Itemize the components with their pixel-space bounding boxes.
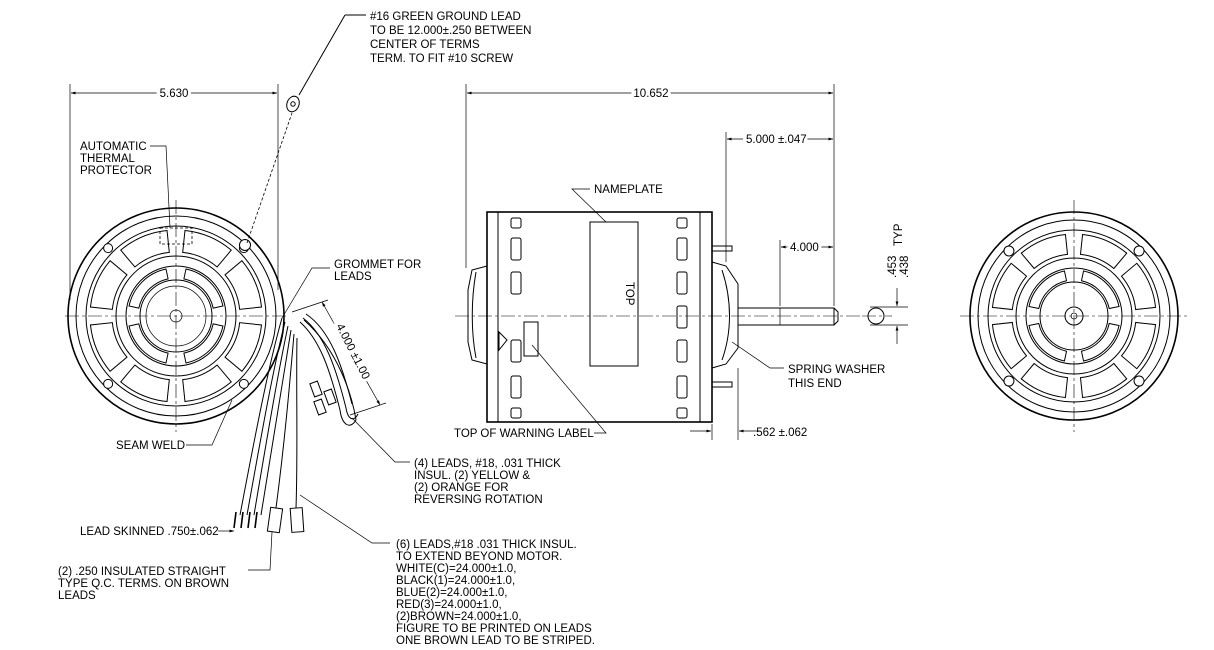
mounting-hole <box>1133 245 1145 257</box>
text-layer: 5.630 10.652 5.000 ±.047 4.000 .562 ±.06… <box>58 11 911 647</box>
mounting-hole <box>1003 375 1015 387</box>
leads-6-line-6: RED(3)=24.000±1.0, <box>396 599 502 611</box>
vent-slot <box>128 268 169 309</box>
leads-6-line-5: BLUE(2)=24.000±1.0, <box>396 587 507 599</box>
left-dimensions <box>69 84 784 571</box>
leads-4-line-3: (2) ORANGE FOR <box>414 482 509 494</box>
dim-shaft-dia-max: .453 <box>887 256 899 278</box>
leads-6-line-9: ONE BROWN LEAD TO BE STRIPED. <box>396 635 595 647</box>
dim-end-view-width: 5.630 <box>160 88 189 100</box>
thermal-protector-line-3: PROTECTOR <box>80 165 152 177</box>
vent-slot <box>1120 262 1157 311</box>
grommet-line-2: LEADS <box>334 271 372 283</box>
seam-weld-label: SEAM WELD <box>116 440 185 452</box>
dim-shaft-dia-min: .438 <box>899 256 911 278</box>
vent-slot <box>120 364 170 403</box>
lead-wires <box>233 313 359 534</box>
vent-slot <box>1080 322 1120 362</box>
ground-lead <box>246 14 366 244</box>
vent-slot <box>1079 362 1128 399</box>
mounting-hole <box>1133 375 1145 387</box>
dim-lead-length: 4.000 ±1.00 <box>333 322 371 382</box>
mounting-hole <box>1003 245 1015 257</box>
vent-slot <box>991 321 1028 370</box>
leads-6-line-1: (6) LEADS,#18 .031 THICK INSUL. <box>396 539 577 551</box>
qc-terms-line-2: TYPE Q.C. TERMS. ON BROWN <box>58 578 229 590</box>
vent-slot <box>182 364 232 403</box>
dim-overall-length: 10.652 <box>633 88 668 100</box>
vent-slot <box>991 262 1028 311</box>
leads-4-line-1: (4) LEADS, #18, .031 THICK <box>414 458 561 470</box>
mounting-hole <box>103 243 114 254</box>
vent-slot <box>1079 233 1128 270</box>
vent-slot <box>120 229 170 268</box>
leads-6-line-7: (2)BROWN=24.000±1.0, <box>396 611 522 623</box>
leads-6-line-8: FIGURE TO BE PRINTED ON LEADS <box>396 623 592 635</box>
vent-slot <box>183 268 224 309</box>
side-dimensions <box>465 84 908 440</box>
thermal-protector-line-1: AUTOMATIC <box>80 141 147 153</box>
spring-washer-line-1: SPRING WASHER <box>788 364 885 376</box>
dim-shaft-dia-note: TYP <box>893 223 905 246</box>
leads-6-line-3: WHITE(C)=24.000±1.0, <box>396 563 516 575</box>
nameplate-top-label: TOP <box>623 282 635 306</box>
vent-slot <box>183 323 224 364</box>
leads-6-line-2: TO EXTEND BEYOND MOTOR. <box>396 551 562 563</box>
vent-slot <box>1020 362 1069 399</box>
vent-slot <box>89 322 128 372</box>
grommet-line-1: GROMMET FOR <box>334 259 421 271</box>
qc-terms-line-1: (2) .250 INSULATED STRAIGHT <box>58 566 226 578</box>
leads-4-line-4: REVERSING ROTATION <box>414 494 543 506</box>
ground-lead-line-3: CENTER OF TERMS <box>370 39 480 51</box>
dim-shaft-flat: 4.000 <box>790 242 819 254</box>
dim-shaft-length: 5.000 ±.047 <box>746 134 807 146</box>
spring-washer-line-2: THIS END <box>788 378 842 390</box>
vent-slot <box>128 323 169 364</box>
ground-lead-line-2: TO BE 12.000±.250 BETWEEN <box>370 25 531 37</box>
side-view <box>455 211 892 423</box>
lead-skinned-label: LEAD SKINNED .750±.062 <box>80 526 219 538</box>
nameplate-label: NAMEPLATE <box>594 184 663 196</box>
mounting-hole <box>238 378 249 389</box>
dim-washer-gap: .562 ±.062 <box>753 427 807 439</box>
nameplate <box>589 221 639 367</box>
ground-lead-line-4: TERM. TO FIT #10 SCREW <box>370 53 513 65</box>
right-end-view <box>960 200 1188 432</box>
vent-slot <box>224 322 263 372</box>
leads-6-line-4: BLACK(1)=24.000±1.0, <box>396 575 515 587</box>
qc-terms-line-3: LEADS <box>58 590 96 602</box>
vent-slot <box>1120 321 1157 370</box>
left-end-view <box>65 200 288 432</box>
vent-slot <box>1028 322 1068 362</box>
vent-slot <box>1080 270 1120 310</box>
vent-slot <box>224 260 263 310</box>
vent-slot <box>1028 270 1068 310</box>
lead-length-dimension <box>291 299 387 416</box>
leads-4-line-2: INSUL. (2) YELLOW & <box>414 470 530 482</box>
mounting-hole <box>103 378 114 389</box>
thermal-protector-outline <box>159 227 193 245</box>
warning-label-text: TOP OF WARNING LABEL <box>454 428 594 440</box>
vent-slot <box>1020 233 1069 270</box>
vent-slot <box>89 260 128 310</box>
warning-label <box>523 321 539 357</box>
vent-slot <box>182 229 232 268</box>
ground-lead-line-1: #16 GREEN GROUND LEAD <box>370 11 521 23</box>
thermal-protector-line-2: THERMAL <box>80 153 136 165</box>
